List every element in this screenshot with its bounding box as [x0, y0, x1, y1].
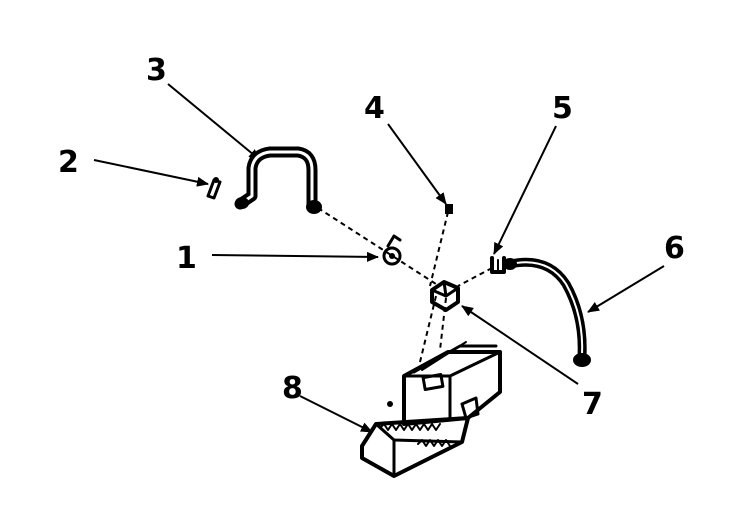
leader-lines [93, 83, 665, 433]
part-8-base-bracket [360, 341, 502, 478]
leader-line-4 [387, 123, 447, 205]
part-7-tee-junction [430, 280, 460, 312]
callout-label-8: 8 [282, 371, 303, 406]
part-1-fitting [382, 234, 402, 266]
leader-line-1 [211, 251, 379, 262]
callout-label-5: 5 [552, 91, 573, 126]
assembly-line-elbow-to-junction [457, 267, 493, 287]
part-3-bent-tube [234, 146, 322, 214]
callout-label-1: 1 [176, 241, 197, 276]
assembly-line-screw-to-junction [429, 211, 449, 287]
callout-label-2: 2 [58, 145, 79, 180]
leader-line-8 [299, 395, 373, 433]
leader-line-7 [461, 305, 579, 385]
callout-label-3: 3 [146, 53, 167, 88]
leader-line-3 [167, 83, 261, 161]
callout-label-7: 7 [582, 387, 603, 422]
assembly-lines [317, 207, 493, 363]
part-2-pin [206, 177, 222, 200]
assembly-line-junction-to-base-left [419, 295, 437, 363]
part-5-elbow [490, 256, 506, 274]
callout-label-6: 6 [664, 231, 685, 266]
assembly-line-clamp-to-junction [317, 207, 437, 285]
leader-line-2 [93, 159, 209, 187]
part-4-screw [445, 204, 453, 214]
part-6-curved-hose [503, 257, 591, 367]
leader-line-5 [493, 125, 557, 255]
leader-line-6 [587, 265, 665, 313]
callout-label-4: 4 [364, 91, 385, 126]
